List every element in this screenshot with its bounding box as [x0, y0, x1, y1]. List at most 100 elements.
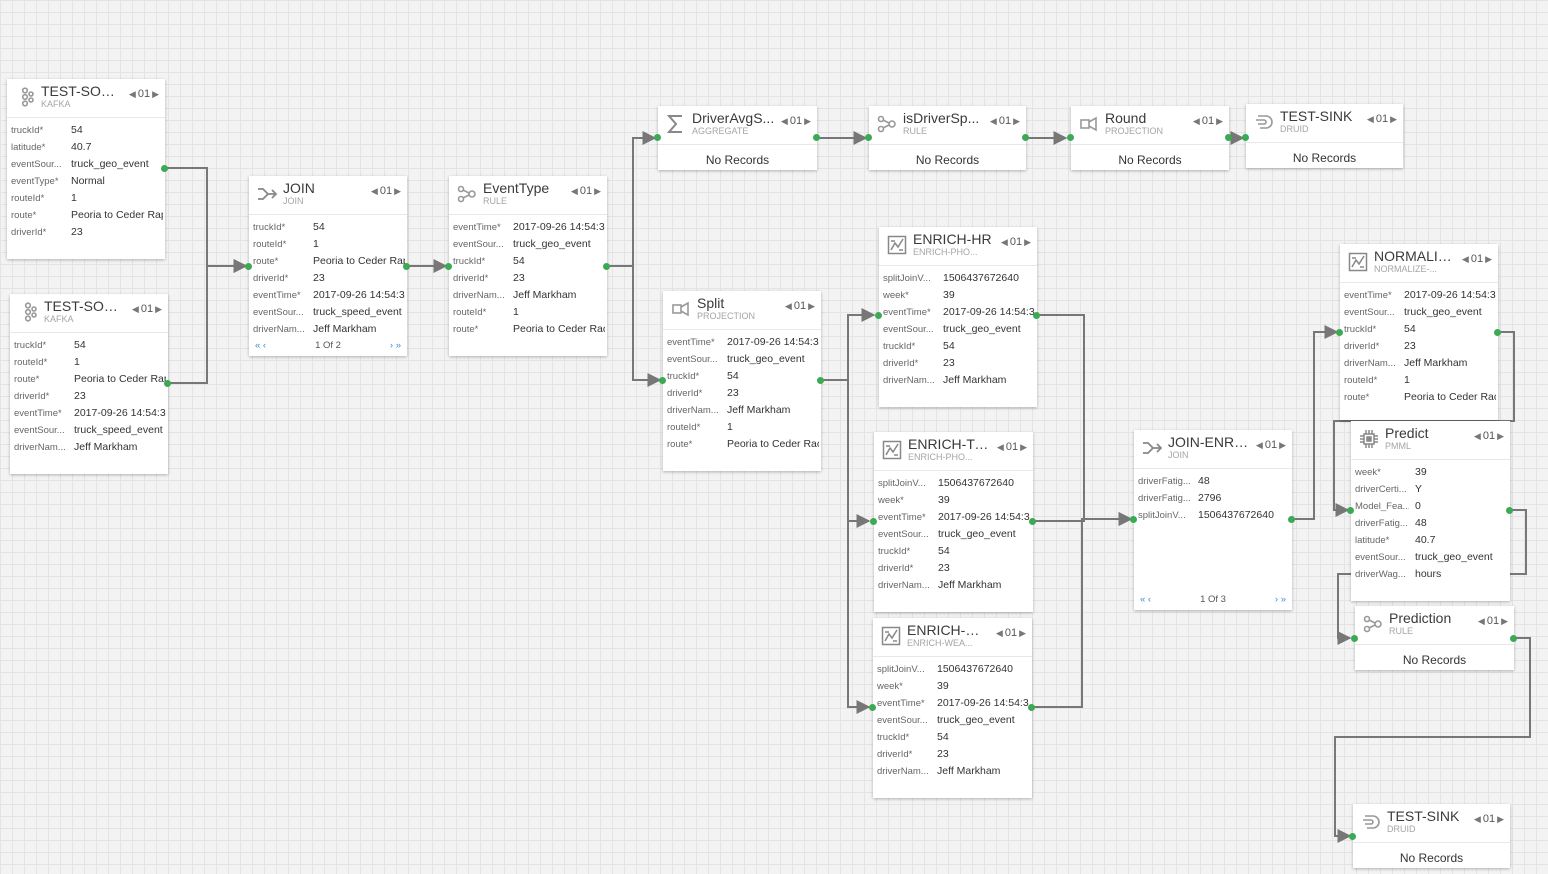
input-port[interactable]	[1336, 329, 1343, 336]
pager-next-button[interactable]: › »	[389, 340, 401, 351]
input-port[interactable]	[654, 134, 661, 141]
decrease-icon[interactable]: ◀	[1192, 115, 1200, 126]
increase-icon[interactable]: ▶	[1020, 441, 1027, 452]
decrease-icon[interactable]: ◀	[784, 300, 792, 311]
increase-icon[interactable]: ▶	[1216, 115, 1223, 126]
increase-icon[interactable]: ▶	[804, 115, 811, 126]
increase-icon[interactable]: ▶	[1013, 115, 1020, 126]
parallelism-control[interactable]: ◀01▶	[997, 441, 1027, 453]
input-port[interactable]	[1067, 134, 1074, 141]
increase-icon[interactable]: ▶	[594, 185, 601, 196]
input-port[interactable]	[659, 377, 666, 384]
output-port[interactable]	[403, 263, 410, 270]
input-port[interactable]	[875, 312, 882, 319]
output-port[interactable]	[1510, 635, 1517, 642]
pager-prev-button[interactable]: « ‹	[1140, 594, 1152, 605]
input-port[interactable]	[870, 518, 877, 525]
pager-next-button[interactable]: › »	[1274, 594, 1286, 605]
increase-icon[interactable]: ▶	[1019, 627, 1026, 638]
parallelism-control[interactable]: ◀01▶	[1474, 430, 1504, 442]
output-port[interactable]	[1288, 516, 1295, 523]
input-port[interactable]	[869, 704, 876, 711]
decrease-icon[interactable]: ◀	[131, 303, 139, 314]
decrease-icon[interactable]: ◀	[370, 185, 378, 196]
input-port[interactable]	[1351, 635, 1358, 642]
parallelism-control[interactable]: ◀01▶	[371, 185, 401, 197]
increase-icon[interactable]: ▶	[1497, 813, 1504, 824]
increase-icon[interactable]: ▶	[394, 185, 401, 196]
increase-icon[interactable]: ▶	[808, 300, 815, 311]
decrease-icon[interactable]: ◀	[780, 115, 788, 126]
round-node[interactable]: Round PROJECTION ◀01▶ No Records	[1067, 106, 1232, 170]
input-port[interactable]	[1242, 134, 1249, 141]
decrease-icon[interactable]: ◀	[570, 185, 578, 196]
decrease-icon[interactable]: ◀	[1477, 615, 1485, 626]
enrich-time-node[interactable]: ENRICH-Tim... ENRICH-PHO... ◀01▶ splitJo…	[870, 432, 1036, 612]
output-port[interactable]	[161, 165, 168, 172]
output-port[interactable]	[1225, 134, 1232, 141]
input-port[interactable]	[1349, 833, 1356, 840]
input-port[interactable]	[245, 263, 252, 270]
increase-icon[interactable]: ▶	[1501, 615, 1508, 626]
decrease-icon[interactable]: ◀	[1255, 439, 1263, 450]
output-port[interactable]	[603, 263, 610, 270]
decrease-icon[interactable]: ◀	[996, 441, 1004, 452]
decrease-icon[interactable]: ◀	[1000, 236, 1008, 247]
input-port[interactable]	[865, 134, 872, 141]
test-source-node-1[interactable]: TEST-SOURCE KAFKA ◀01▶ truckId*54latitud…	[7, 79, 168, 259]
join-enrich-node[interactable]: JOIN-ENRIC... JOIN ◀01▶ driverFatig...48…	[1130, 430, 1295, 610]
normalize-node[interactable]: NORMALIZE-... NORMALIZE-... ◀01▶ eventTi…	[1336, 244, 1501, 420]
input-port[interactable]	[445, 263, 452, 270]
parallelism-control[interactable]: ◀01▶	[781, 115, 811, 127]
output-port[interactable]	[813, 134, 820, 141]
increase-icon[interactable]: ▶	[1497, 430, 1504, 441]
increase-icon[interactable]: ▶	[1485, 253, 1492, 264]
eventtype-node[interactable]: EventType RULE ◀01▶ eventTime*2017-09-26…	[445, 176, 610, 356]
parallelism-control[interactable]: ◀01▶	[571, 185, 601, 197]
enrich-weather-node[interactable]: ENRICH-WEA... ENRICH-WEA... ◀01▶ splitJo…	[869, 618, 1035, 798]
output-port[interactable]	[1022, 134, 1029, 141]
test-sink-node-2[interactable]: TEST-SINK DRUID ◀01▶ No Records	[1349, 804, 1510, 868]
increase-icon[interactable]: ▶	[1279, 439, 1286, 450]
output-port[interactable]	[1029, 518, 1036, 525]
parallelism-control[interactable]: ◀01▶	[129, 88, 159, 100]
enrich-hr-node[interactable]: ENRICH-HR ENRICH-PHO... ◀01▶ splitJoinV.…	[875, 227, 1040, 407]
output-port[interactable]	[1033, 312, 1040, 319]
is-driver-rule-node[interactable]: isDriverSp... RULE ◀01▶ No Records	[865, 106, 1029, 170]
parallelism-control[interactable]: ◀01▶	[1462, 253, 1492, 265]
aggregate-node[interactable]: DriverAvgS... AGGREGATE ◀01▶ No Records	[654, 106, 820, 170]
decrease-icon[interactable]: ◀	[1473, 813, 1481, 824]
parallelism-control[interactable]: ◀01▶	[990, 115, 1020, 127]
decrease-icon[interactable]: ◀	[989, 115, 997, 126]
output-port[interactable]	[1494, 329, 1501, 336]
parallelism-control[interactable]: ◀01▶	[1193, 115, 1223, 127]
parallelism-control[interactable]: ◀01▶	[1367, 113, 1397, 125]
parallelism-control[interactable]: ◀01▶	[996, 627, 1026, 639]
decrease-icon[interactable]: ◀	[1473, 430, 1481, 441]
prediction-rule-node[interactable]: Prediction RULE ◀01▶ No Records	[1351, 606, 1517, 670]
pager-prev-button[interactable]: « ‹	[255, 340, 267, 351]
split-node[interactable]: Split PROJECTION ◀01▶ eventTime*2017-09-…	[659, 291, 824, 471]
output-port[interactable]	[164, 380, 171, 387]
decrease-icon[interactable]: ◀	[1461, 253, 1469, 264]
parallelism-control[interactable]: ◀01▶	[132, 303, 162, 315]
output-port[interactable]	[817, 377, 824, 384]
output-port[interactable]	[1028, 704, 1035, 711]
test-sink-node-1[interactable]: TEST-SINK DRUID ◀01▶ No Records	[1242, 104, 1403, 168]
input-port[interactable]	[1347, 507, 1354, 514]
parallelism-control[interactable]: ◀01▶	[1256, 439, 1286, 451]
decrease-icon[interactable]: ◀	[1366, 113, 1374, 124]
test-source-node-2[interactable]: TEST-SOURCE KAFKA ◀01▶ truckId*54routeId…	[10, 294, 171, 474]
increase-icon[interactable]: ▶	[155, 303, 162, 314]
increase-icon[interactable]: ▶	[1390, 113, 1397, 124]
decrease-icon[interactable]: ◀	[128, 88, 136, 99]
output-port[interactable]	[1506, 507, 1513, 514]
increase-icon[interactable]: ▶	[152, 88, 159, 99]
increase-icon[interactable]: ▶	[1024, 236, 1031, 247]
parallelism-control[interactable]: ◀01▶	[1001, 236, 1031, 248]
parallelism-control[interactable]: ◀01▶	[1478, 615, 1508, 627]
parallelism-control[interactable]: ◀01▶	[1474, 813, 1504, 825]
parallelism-control[interactable]: ◀01▶	[785, 300, 815, 312]
